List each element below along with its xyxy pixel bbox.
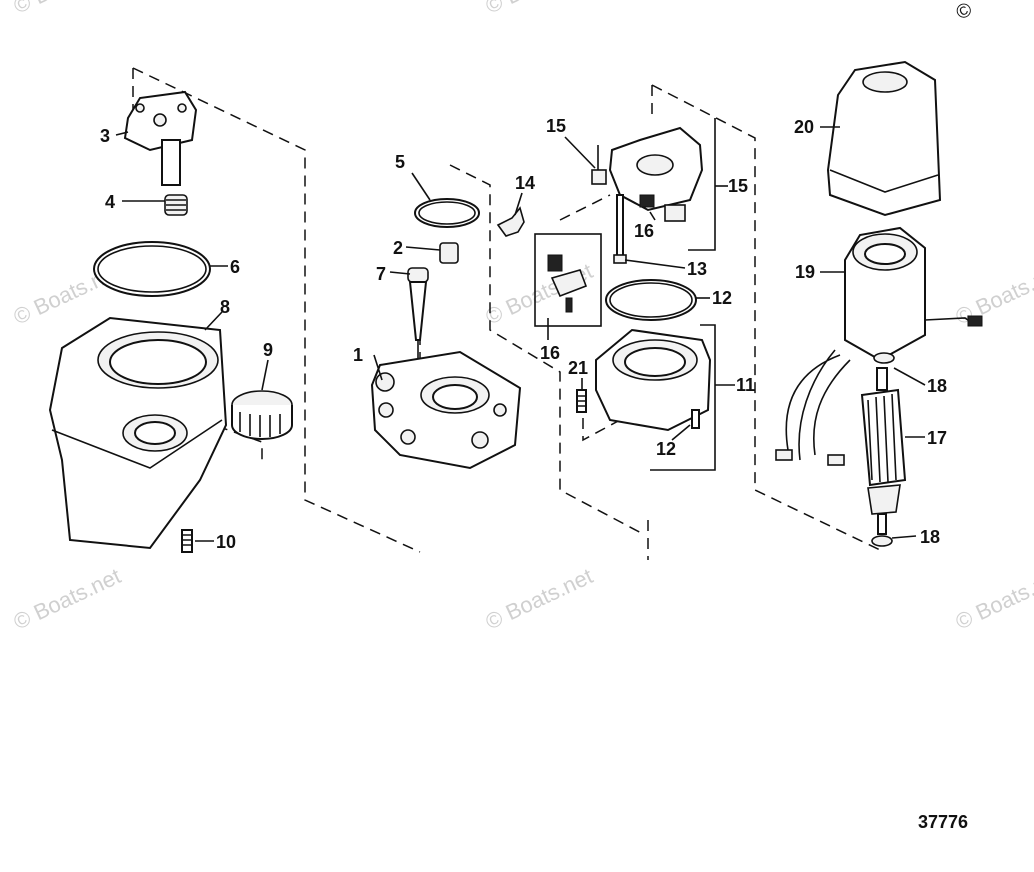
watermark: © Boats.net: [482, 0, 597, 19]
part-o-ring-end-cap-inner: [609, 282, 693, 318]
callout-15-holder: 15: [728, 176, 748, 196]
part-o-ring-small: [414, 198, 480, 228]
callout-1: 1: [353, 345, 363, 365]
callout-2: 2: [393, 238, 403, 258]
part-long-screw: [613, 194, 627, 264]
part-motor-cover: [826, 60, 942, 217]
part-o-ring-end-cap: [605, 279, 697, 321]
part-pump-body: [370, 350, 522, 470]
callout-18-top: 18: [927, 376, 947, 396]
part-end-cap: [595, 324, 716, 471]
callout-19: 19: [795, 262, 815, 282]
part-armature: [860, 367, 907, 535]
part-o-ring-small-inner: [418, 201, 476, 225]
part-screw-small: [691, 409, 700, 429]
callout-16-spring: 16: [634, 221, 654, 241]
part-screw-end-cap: [576, 389, 587, 413]
callout-10: 10: [216, 532, 236, 552]
callout-18-bottom: 18: [920, 527, 940, 547]
callout-13: 12: [712, 288, 732, 308]
callout-5: 5: [395, 152, 405, 172]
copyright-mark: ©: [953, 0, 976, 25]
callout-20: 20: [794, 117, 814, 137]
callout-8: 8: [220, 297, 230, 317]
watermark: © Boats.net: [10, 563, 125, 634]
part-check-valve: [439, 242, 459, 264]
part-clip: [496, 206, 525, 237]
part-pump-cover: [123, 90, 198, 186]
part-o-ring-large-inner: [97, 245, 207, 293]
watermark: © Boats.net: [952, 563, 1034, 634]
callout-6: 6: [230, 257, 240, 277]
callout-15-clip: 14: [515, 173, 535, 193]
callout-14: 13: [687, 259, 707, 279]
figure-number: 37776: [918, 812, 968, 832]
callout-9: 9: [263, 340, 273, 360]
callout-21: 21: [568, 358, 588, 378]
callout-11: 11: [736, 375, 755, 395]
part-screw-reservoir: [181, 529, 193, 553]
watermark: © Boats.net: [482, 563, 597, 634]
callout-7: 7: [376, 264, 386, 284]
part-dipstick: [407, 267, 429, 370]
part-reservoir: [48, 316, 228, 550]
part-brush-kit-box: [534, 233, 602, 327]
part-filter: [164, 194, 188, 216]
leader-lines: [115, 126, 926, 542]
callout-12: 12: [656, 439, 676, 459]
part-o-ring-large: [93, 241, 211, 297]
callout-16-top: 15: [546, 116, 566, 136]
callout-17: 17: [927, 428, 947, 448]
part-washer-bottom: [871, 535, 893, 547]
callout-3: 3: [100, 126, 110, 146]
watermark: © Boats.net: [10, 0, 125, 19]
watermark: © Boats.net: [482, 258, 597, 329]
callout-16-box: 16: [540, 343, 560, 363]
part-fill-cap: [231, 390, 293, 440]
part-brush-holder: [591, 118, 716, 251]
part-field-frame: [775, 226, 983, 466]
callout-4: 4: [105, 192, 115, 212]
part-washer-top: [873, 352, 895, 364]
callout-labels: 3 4 6 8 9 10 1 5 2 7 14 15 15 16 13 12 1…: [100, 116, 968, 832]
